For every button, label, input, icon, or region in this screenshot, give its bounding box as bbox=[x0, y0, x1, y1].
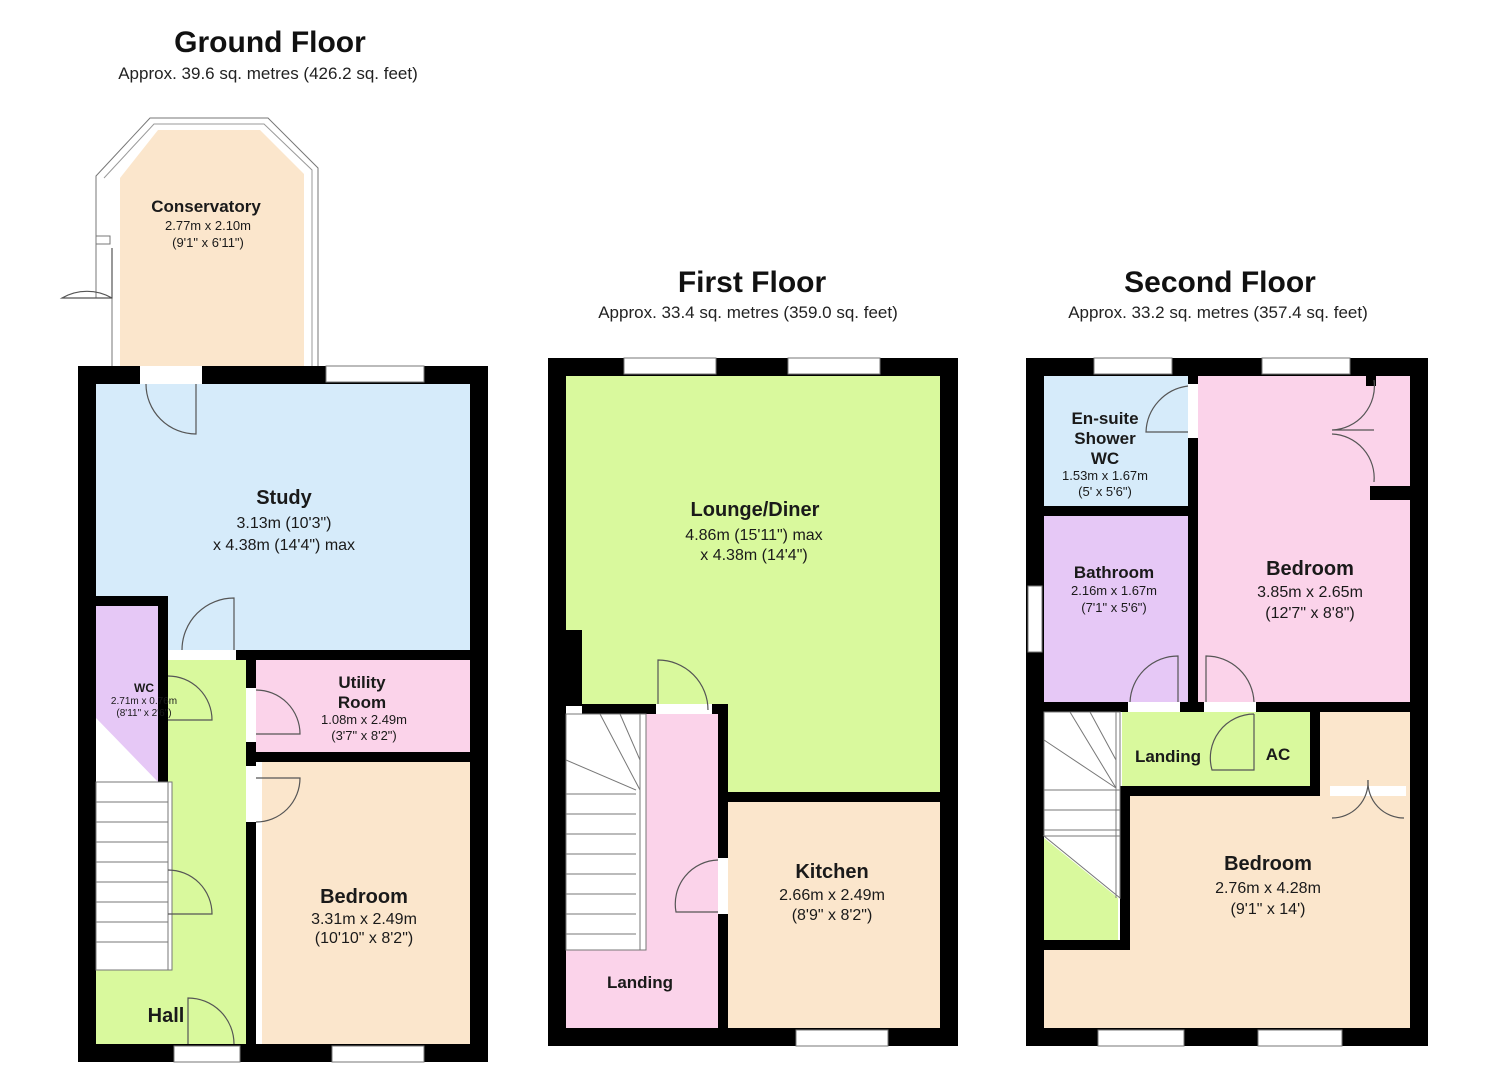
second-landing bbox=[1122, 712, 1310, 786]
second-bedroom-2-dim: 2.76m x 4.28m bbox=[1215, 880, 1321, 897]
ground-bedroom-label: Bedroom bbox=[320, 886, 408, 908]
ground-bedroom bbox=[262, 762, 470, 1044]
utility-label-1: Utility bbox=[338, 673, 386, 692]
lounge-dim: 4.86m (15'11") max bbox=[685, 527, 822, 544]
second-bedroom-1-label: Bedroom bbox=[1266, 558, 1354, 580]
bathroom-room bbox=[1044, 516, 1188, 702]
kitchen-dim: 2.66m x 2.49m bbox=[779, 887, 885, 904]
ensuite-room bbox=[1044, 376, 1188, 506]
wc-dim: 2.71m x 0.76m bbox=[111, 696, 177, 707]
hall-label: Hall bbox=[148, 1005, 185, 1027]
conservatory-dim: 2.77m x 2.10m bbox=[165, 218, 251, 233]
second-landing-label: Landing bbox=[1135, 747, 1201, 766]
wc-dim-imperial: (8'11" x 2'6") bbox=[116, 708, 171, 719]
bathroom-dim-imperial: (7'1" x 5'6") bbox=[1081, 600, 1147, 615]
study-dim: 3.13m (10'3") bbox=[237, 515, 332, 532]
second-floor-title: Second Floor bbox=[1124, 266, 1316, 299]
second-floor-area: Approx. 33.2 sq. metres (357.4 sq. feet) bbox=[1068, 303, 1368, 322]
lounge-diner-room bbox=[566, 376, 940, 792]
second-bedroom-2-label: Bedroom bbox=[1224, 853, 1312, 875]
study-dim-2: x 4.38m (14'4") max bbox=[213, 537, 355, 554]
first-floor-plan bbox=[548, 357, 958, 1047]
second-bedroom-2-dim-imperial: (9'1" x 14') bbox=[1231, 901, 1306, 918]
kitchen-dim-imperial: (8'9" x 8'2") bbox=[792, 907, 873, 924]
second-bedroom-2 bbox=[1044, 712, 1410, 1028]
first-floor-area: Approx. 33.4 sq. metres (359.0 sq. feet) bbox=[598, 303, 898, 322]
conservatory-room bbox=[59, 117, 319, 373]
ac-label: AC bbox=[1266, 745, 1291, 764]
first-staircase bbox=[565, 713, 647, 951]
second-bedroom-1 bbox=[1198, 376, 1410, 702]
second-bedroom-1-dim-imperial: (12'7" x 8'8") bbox=[1265, 605, 1355, 622]
ensuite-dim: 1.53m x 1.67m bbox=[1062, 468, 1148, 483]
ensuite-label-1: En-suite bbox=[1071, 409, 1138, 428]
lounge-label: Lounge/Diner bbox=[691, 499, 820, 521]
wc-room bbox=[96, 606, 158, 782]
utility-label-2: Room bbox=[338, 693, 386, 712]
wc-label: WC bbox=[134, 681, 154, 695]
bathroom-dim: 2.16m x 1.67m bbox=[1071, 583, 1157, 598]
conservatory-dim-imperial: (9'1" x 6'11") bbox=[172, 235, 244, 250]
second-staircase bbox=[1042, 711, 1121, 900]
conservatory-label: Conservatory bbox=[151, 197, 261, 216]
ground-bedroom-dim: 3.31m x 2.49m bbox=[311, 911, 417, 928]
utility-dim: 1.08m x 2.49m bbox=[321, 712, 407, 727]
second-floor-plan bbox=[1026, 357, 1428, 1047]
second-bedroom-1-dim: 3.85m x 2.65m bbox=[1257, 584, 1363, 601]
study-label: Study bbox=[256, 487, 312, 509]
ground-bedroom-dim-imperial: (10'10" x 8'2") bbox=[315, 930, 413, 947]
first-landing-label: Landing bbox=[607, 973, 673, 992]
ground-staircase bbox=[95, 781, 173, 971]
ground-floor-title: Ground Floor bbox=[174, 26, 366, 59]
ground-floor-area: Approx. 39.6 sq. metres (426.2 sq. feet) bbox=[118, 64, 418, 83]
utility-room bbox=[256, 660, 470, 752]
ensuite-dim-imperial: (5' x 5'6") bbox=[1078, 484, 1132, 499]
kitchen-label: Kitchen bbox=[795, 861, 868, 883]
bathroom-label: Bathroom bbox=[1074, 563, 1154, 582]
ensuite-label-2: Shower bbox=[1074, 429, 1136, 448]
lounge-dim-2: x 4.38m (14'4") bbox=[700, 547, 807, 564]
ground-floor-plan bbox=[59, 117, 488, 1063]
first-floor-title: First Floor bbox=[678, 266, 827, 299]
kitchen-room bbox=[728, 802, 940, 1028]
utility-dim-imperial: (3'7" x 8'2") bbox=[331, 728, 397, 743]
ensuite-label-3: WC bbox=[1091, 449, 1119, 468]
